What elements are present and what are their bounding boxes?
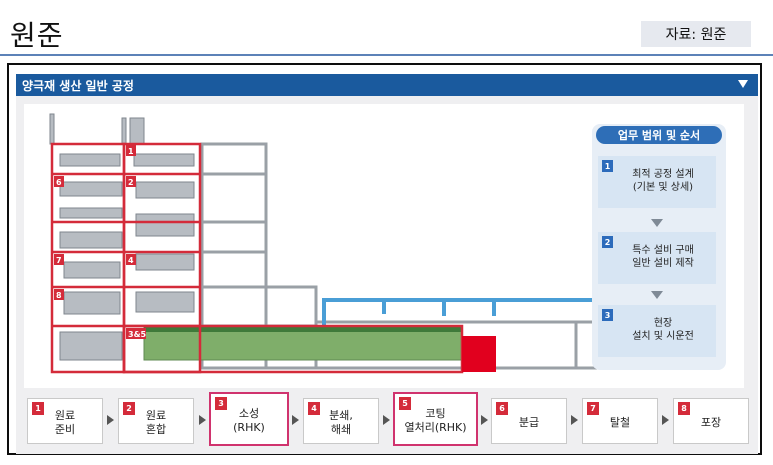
zone-label: 7 [56,256,62,265]
step-label: 분급 [518,416,540,429]
step-number: 5 [399,397,411,410]
step-number: 4 [308,402,320,415]
step-number: 8 [678,402,690,415]
step-label: 소성 (RHK) [233,407,265,434]
panel-title: 양극재 생산 일반 공정 [22,78,134,93]
zone-label: 1 [128,147,134,156]
step-number: 1 [602,160,613,172]
arrow-right-icon [292,415,299,425]
arrow-right-icon [571,415,578,425]
triangle-down-icon [651,219,663,227]
zone-labels: 1 2 3&5 4 6 7 8 [54,145,147,339]
scope-title: 업무 범위 및 순서 [596,126,722,144]
page-title: 원준 [10,19,64,52]
scope-step-3: 3 현장 설치 및 시운전 [598,305,716,357]
step-label: 코팅 열처리(RHK) [404,407,467,434]
kiln [143,325,463,361]
red-block [462,336,496,372]
step-label: 분쇄, 해쇄 [329,409,353,436]
step-label: 현장 설치 및 시운전 [632,318,694,342]
process-step-1[interactable]: 1 원료 준비 [27,398,103,444]
process-step-4[interactable]: 4 분쇄, 해쇄 [303,398,379,444]
process-step-6[interactable]: 6 분급 [491,398,567,444]
source-badge: 자료: 원준 [641,21,751,47]
equipment [49,113,195,361]
step-label: 특수 설비 구매 일반 설비 제작 [632,245,694,269]
title-divider [0,54,773,56]
arrow-right-icon [662,415,669,425]
step-number: 7 [587,402,599,415]
step-number: 2 [602,236,613,248]
step-label: 원료 준비 [54,409,76,436]
zone-label: 3&5 [128,330,147,339]
arrow-right-icon [107,415,114,425]
step-number: 3 [602,309,613,321]
zone-label: 8 [56,291,62,300]
panel-header[interactable]: 양극재 생산 일반 공정 [16,74,758,96]
step-label: 탈철 [609,416,631,429]
zone-label: 6 [56,178,62,187]
arrow-right-icon [383,415,390,425]
step-number: 2 [123,402,135,415]
step-label: 최적 공정 설계 (기본 및 상세) [632,169,694,193]
step-label: 포장 [700,416,722,429]
process-step-7[interactable]: 7 탈철 [582,398,658,444]
triangle-down-icon [651,291,663,299]
scope-step-2: 2 특수 설비 구매 일반 설비 제작 [598,232,716,284]
arrow-right-icon [199,415,206,425]
step-number: 3 [215,397,227,410]
step-number: 6 [496,402,508,415]
zone-label: 4 [128,256,134,265]
triangle-down-icon[interactable] [738,80,748,88]
process-step-8[interactable]: 8 포장 [673,398,749,444]
scope-step-1: 1 최적 공정 설계 (기본 및 상세) [598,156,716,208]
arrow-right-icon [481,415,488,425]
step-number: 1 [32,402,44,415]
step-label: 원료 혼합 [145,409,167,436]
process-step-5[interactable]: 5 코팅 열처리(RHK) [393,392,478,446]
process-step-2[interactable]: 2 원료 혼합 [118,398,194,444]
process-step-3[interactable]: 3 소성 (RHK) [209,392,289,446]
zone-label: 2 [128,178,134,187]
